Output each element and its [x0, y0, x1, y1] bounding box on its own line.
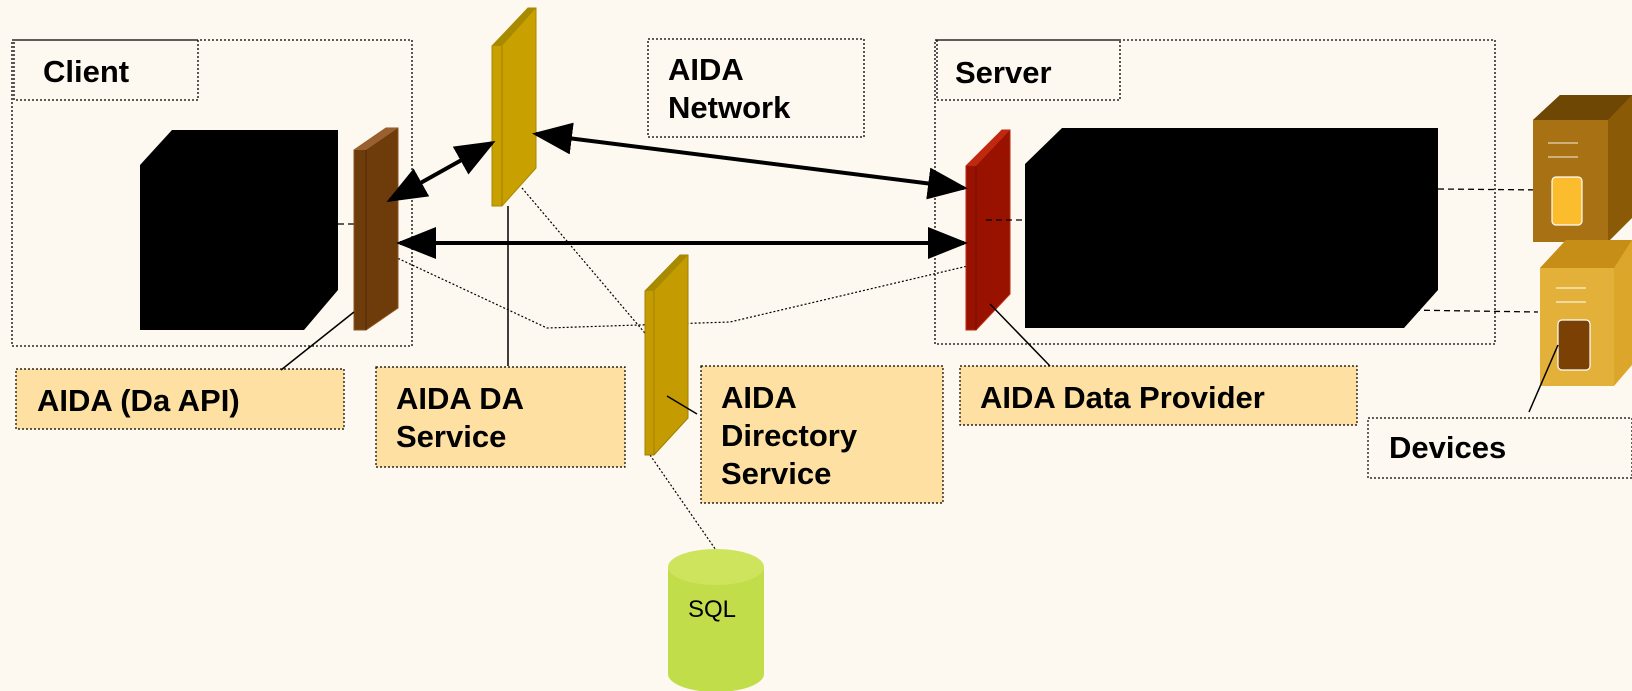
data-provider-panel	[965, 129, 1011, 331]
devices-callout	[1367, 417, 1632, 479]
da-service-callout	[375, 366, 626, 468]
client-title: Client	[43, 54, 129, 89]
server-title-box	[936, 39, 1121, 101]
client-application-block	[140, 130, 338, 330]
aida-da-api-label: AIDA (Da API)	[37, 383, 240, 418]
api-to-da-service-arrow[interactable]	[386, 141, 496, 202]
da-service-panel	[491, 7, 537, 207]
server-application-block	[1025, 128, 1438, 328]
client-api-panel	[353, 127, 399, 331]
directory-service-callout	[700, 365, 944, 504]
directory-service-label: AIDA Directory Service	[721, 380, 866, 491]
directory-service-leader	[666, 395, 698, 415]
devices-label: Devices	[1389, 430, 1506, 465]
client-title-box	[13, 39, 199, 101]
da-service-to-provider-arrow[interactable]	[532, 122, 968, 200]
data-provider-leader	[989, 303, 1051, 367]
aida-da-api-leader	[280, 311, 355, 371]
da-to-directory-line	[521, 187, 656, 346]
device-1-icon	[1533, 95, 1632, 242]
network-title: AIDA Network	[668, 52, 791, 125]
data-provider-label: AIDA Data Provider	[980, 380, 1265, 415]
directory-link-line	[379, 249, 973, 329]
server-title: Server	[955, 55, 1052, 90]
aida-da-api-callout	[15, 368, 345, 430]
device-1-link	[1437, 188, 1547, 191]
sql-label: SQL	[688, 596, 736, 623]
data-provider-callout	[959, 365, 1358, 426]
directory-service-panel	[644, 254, 689, 456]
sql-database-icon	[668, 549, 764, 691]
devices-leader	[1528, 344, 1559, 413]
da-service-label: AIDA DA Service	[396, 381, 532, 454]
device-2-link	[1403, 309, 1539, 313]
device-2-icon	[1540, 240, 1632, 386]
